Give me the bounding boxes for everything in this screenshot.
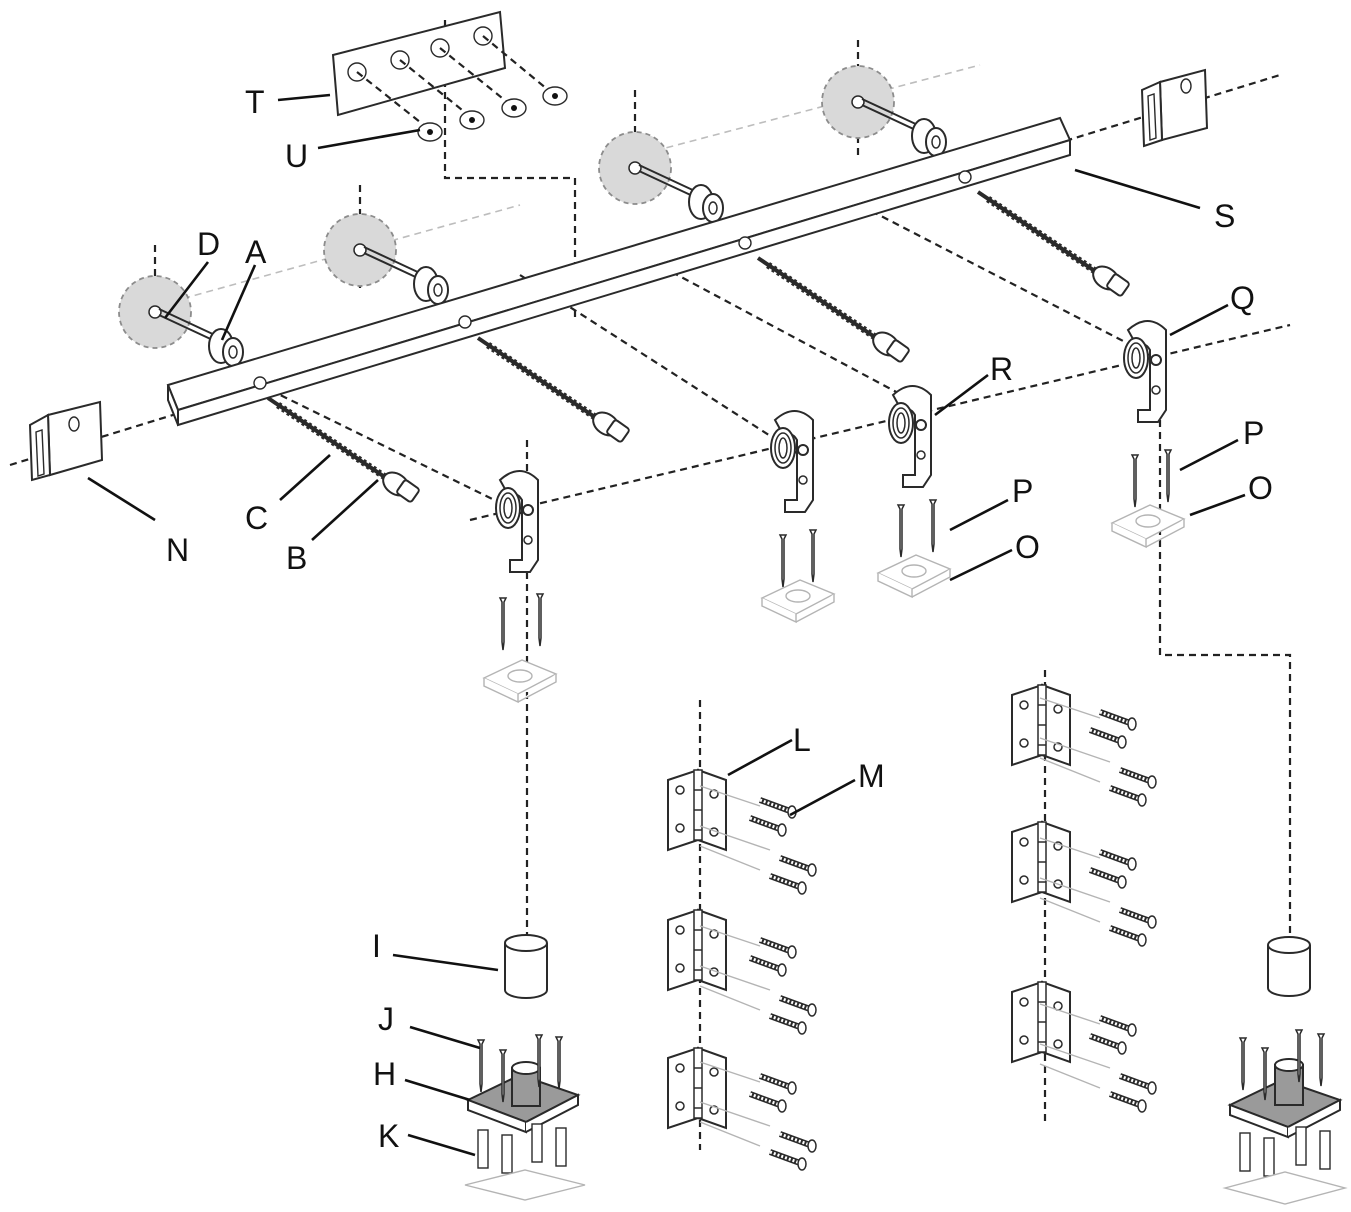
screws-u [417,86,568,142]
label-t: T [245,84,265,120]
label-m: M [858,758,885,794]
label-j: J [378,1001,394,1037]
label-a: A [245,234,267,270]
label-k: K [378,1118,400,1154]
label-h: H [373,1056,397,1092]
floor-guide-left [464,934,586,1201]
hanger-brackets-q-r [495,320,1167,573]
label-p-right: P [1243,415,1265,451]
label-o-right: O [1248,470,1273,506]
label-s: S [1214,198,1236,234]
wall-anchors-k [477,1123,567,1174]
floor-guide-right [1222,936,1348,1205]
leader-lines [87,93,1246,1157]
label-d: D [197,226,221,262]
floor-clips-o-screws-p [483,449,1185,703]
rail-s [166,116,1072,427]
label-u: U [285,138,309,174]
mounting-plate-t [331,10,554,131]
wall-bracket-n [28,400,104,482]
label-l: L [793,722,811,758]
label-n: N [166,532,190,568]
label-c: C [245,500,269,536]
label-o-middle: O [1015,529,1040,565]
label-b: B [286,540,308,576]
wall-bracket-n-right [1140,68,1209,148]
hinges-l-screws-m [667,684,1156,1170]
label-q: Q [1230,280,1255,316]
label-p-middle: P [1012,473,1034,509]
label-i: I [372,928,381,964]
label-r: R [990,351,1014,387]
